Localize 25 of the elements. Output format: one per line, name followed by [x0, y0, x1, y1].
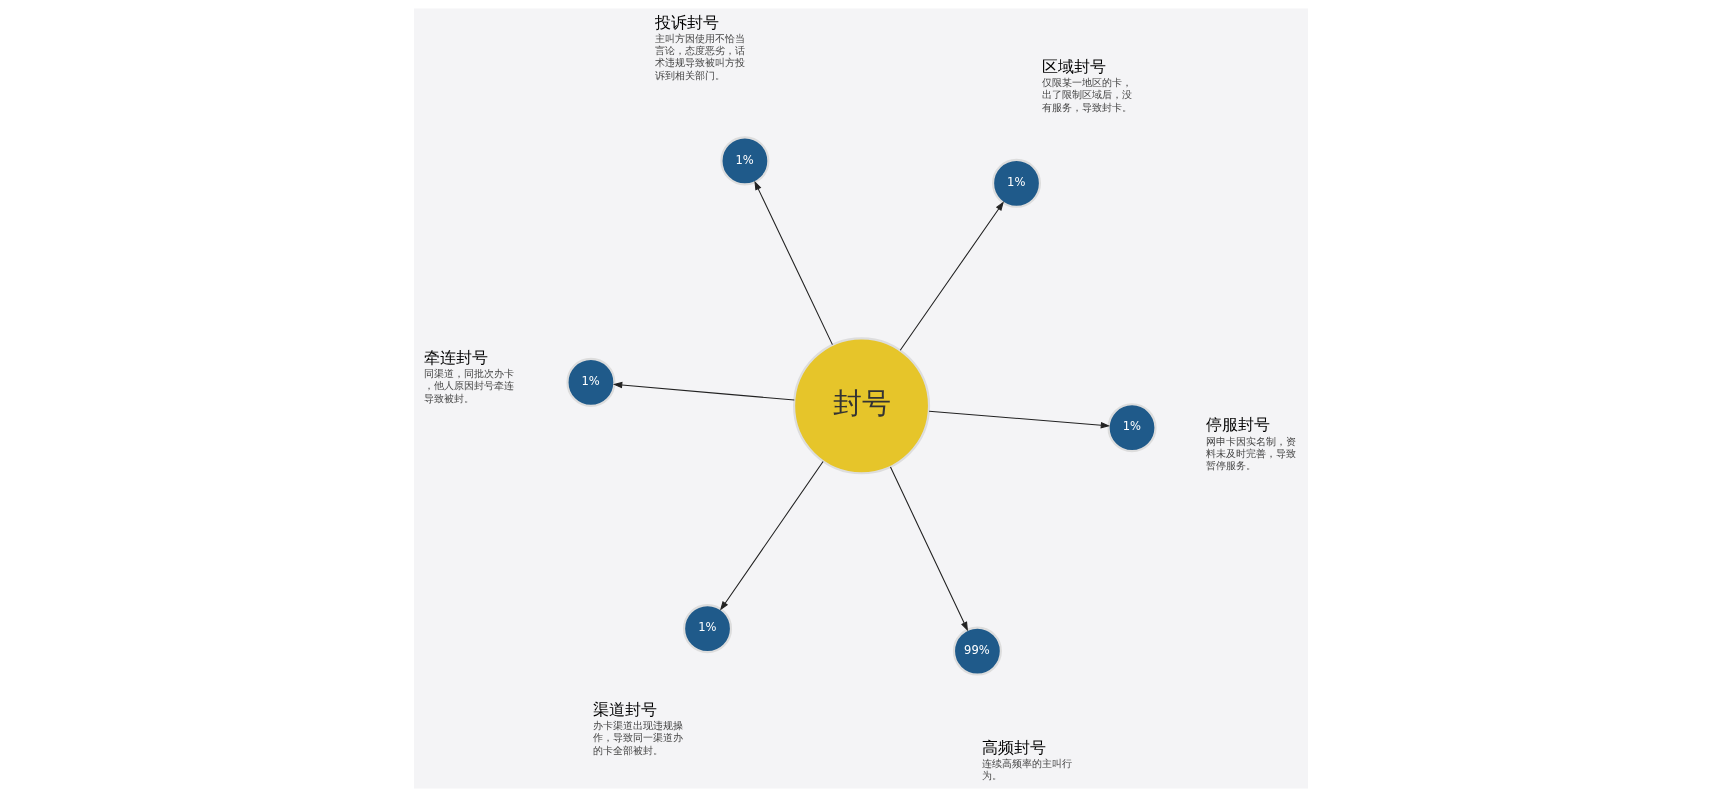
arrow: [899, 201, 1004, 351]
arrow: [928, 410, 1110, 429]
node-label: 网申卡因实名制，资料未及时完善，导致暂停服务。: [1205, 435, 1296, 472]
node-label: 仅限某一地区的卡，出了限制区域后，没有服务，导致封卡。: [1041, 77, 1132, 113]
node-circle: 99%: [952, 626, 1002, 676]
node-label: 主叫方因使用不恰当言论，态度恶劣，话术违规导致被叫方投诉到相关部门。: [654, 32, 745, 81]
node-circle: 1%: [719, 136, 769, 186]
node-label: 停服封号: [1205, 415, 1270, 435]
node-circle: 封号: [792, 337, 930, 475]
node-label: 牵连封号: [423, 347, 488, 367]
arrow: [612, 381, 795, 401]
node-label: 高频封号: [981, 737, 1046, 757]
arrow: [719, 460, 824, 611]
node-label: 同渠道，同批次办卡，他人原因封号牵连导致被封。: [423, 368, 514, 404]
node-circle: 1%: [1107, 403, 1157, 453]
node-label: 办卡渠道出现违规操作，导致同一渠道办的卡全部被封。: [592, 720, 683, 756]
node-label: 投诉封号: [654, 12, 719, 32]
arrow: [889, 466, 968, 632]
arrow: [753, 180, 833, 346]
node-circle: 1%: [682, 604, 732, 654]
node-label: 区域封号: [1041, 56, 1106, 76]
node-label: 渠道封号: [592, 699, 657, 719]
node-circle: 1%: [991, 158, 1041, 208]
node-circle: 1%: [565, 357, 615, 407]
node-label: 连续高频率的主叫行为。: [981, 758, 1072, 782]
